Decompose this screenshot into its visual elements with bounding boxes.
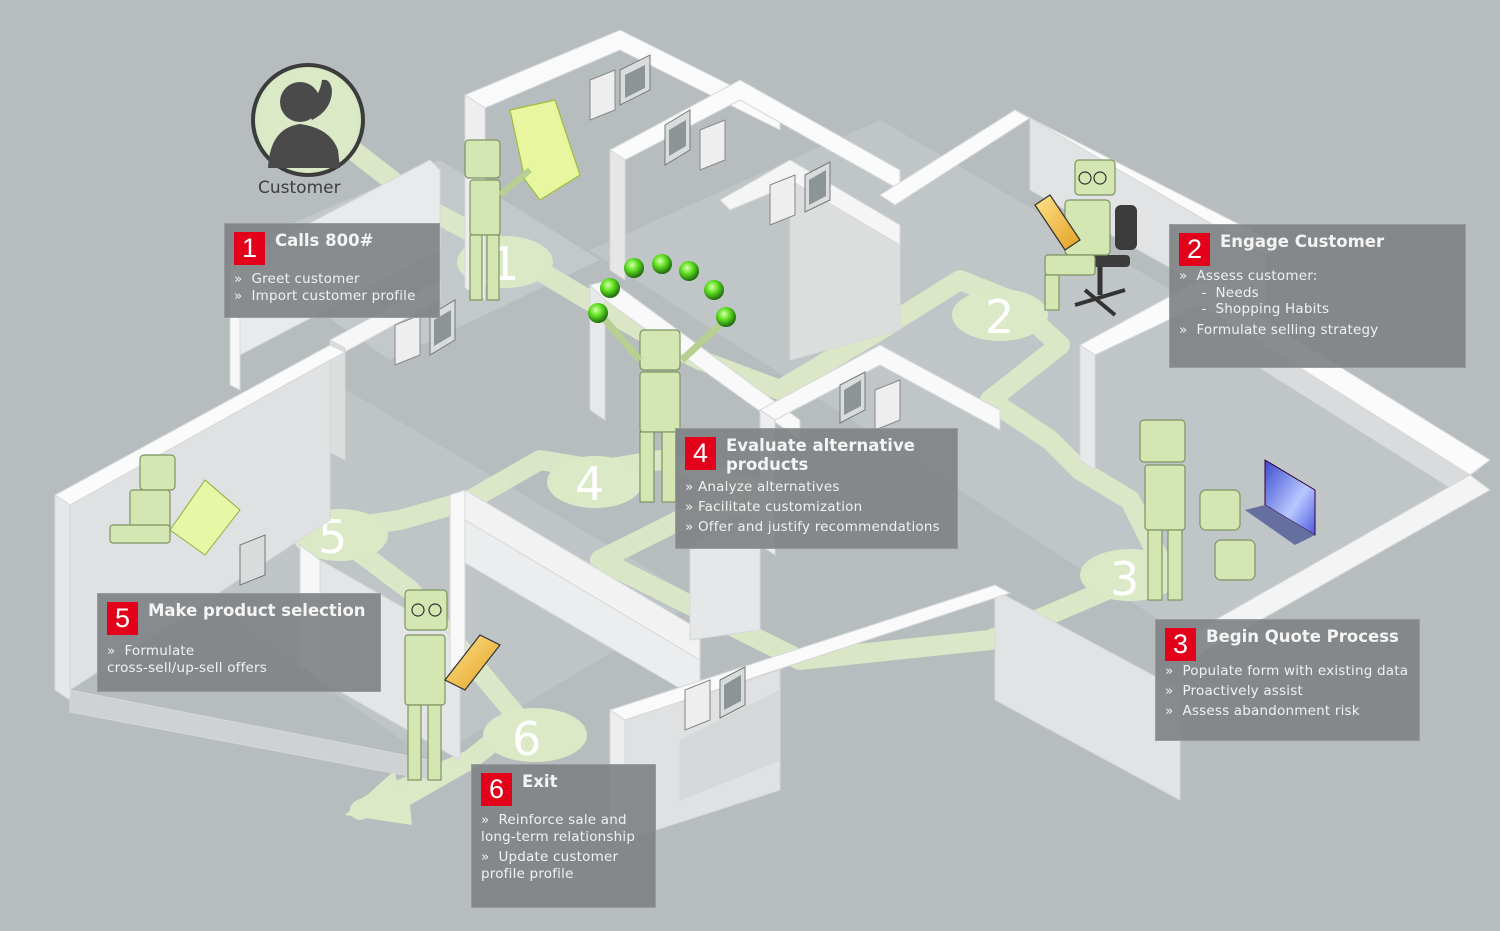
step-box-1: 1 Calls 800# » Greet customer » Import c… bbox=[224, 223, 440, 318]
step-3-bullet: » Assess abandonment risk bbox=[1165, 703, 1360, 719]
step-2-bullet: - Needs bbox=[1179, 284, 1259, 301]
exit-arrow bbox=[345, 750, 480, 825]
step-box-5: 5 Make product selection » Formulate cro… bbox=[97, 593, 381, 692]
step-3-bullet: » Proactively assist bbox=[1165, 683, 1303, 699]
monitor-icon bbox=[169, 479, 266, 586]
step-number-4: 4 bbox=[685, 437, 716, 470]
path-number-4: 4 bbox=[575, 457, 604, 511]
robot-step-1 bbox=[464, 99, 581, 301]
step-4-bullet: » Offer and justify recommendations bbox=[685, 519, 940, 535]
step-number-1: 1 bbox=[234, 232, 265, 265]
computer-icon bbox=[589, 54, 651, 121]
juggling-balls bbox=[588, 254, 736, 327]
step-number-5: 5 bbox=[107, 602, 138, 635]
computer-icon bbox=[664, 109, 726, 171]
computer-icon bbox=[684, 666, 746, 731]
step-box-2: 2 Engage Customer » Assess customer: - N… bbox=[1169, 224, 1466, 368]
step-box-4: 4 Evaluate alternative products » Analyz… bbox=[675, 428, 958, 549]
step-box-3: 3 Begin Quote Process » Populate form wi… bbox=[1155, 619, 1420, 741]
step-number-6: 6 bbox=[481, 773, 512, 806]
step-6-bullet: » Reinforce sale and bbox=[481, 812, 627, 828]
step-title-4: Evaluate alternative products bbox=[726, 436, 915, 474]
path-number-2: 2 bbox=[985, 290, 1014, 344]
step-5-bullet: » Formulate bbox=[107, 643, 195, 659]
step-5-bullet: cross-sell/up-sell offers bbox=[107, 659, 268, 676]
step-1-bullet: » Import customer profile bbox=[234, 287, 416, 304]
robot-agents bbox=[109, 99, 1256, 781]
robot-step-6 bbox=[404, 589, 501, 781]
step-2-bullet: » Assess customer: bbox=[1179, 268, 1318, 284]
computer-icon bbox=[839, 371, 901, 431]
step-6-bullet: long-term relationship bbox=[481, 828, 636, 845]
step-2-bullet: - Shopping Habits bbox=[1179, 301, 1330, 317]
desk-computers bbox=[169, 54, 1316, 731]
step-title-2: Engage Customer bbox=[1220, 232, 1385, 251]
step-title-6: Exit bbox=[522, 772, 558, 791]
step-box-6: 6 Exit » Reinforce sale and long-term re… bbox=[471, 764, 656, 908]
computer-icon bbox=[769, 161, 831, 226]
step-6-bullet: » Update customer bbox=[481, 849, 619, 865]
robot-step-5 bbox=[109, 454, 176, 544]
step-title-1: Calls 800# bbox=[275, 231, 374, 250]
step-4-bullet: » Facilitate customization bbox=[685, 499, 863, 515]
robot-step-3 bbox=[1139, 419, 1256, 601]
step-2-bullet: » Formulate selling strategy bbox=[1179, 321, 1379, 338]
customer-label: Customer bbox=[258, 178, 341, 198]
path-number-6: 6 bbox=[512, 712, 541, 766]
step-title-5: Make product selection bbox=[148, 601, 366, 620]
step-4-bullet: » Analyze alternatives bbox=[685, 479, 840, 495]
robot-step-4 bbox=[602, 317, 723, 503]
step-3-bullet: » Populate form with existing data bbox=[1165, 663, 1409, 679]
computer-icon bbox=[394, 299, 456, 366]
step-number-3: 3 bbox=[1165, 628, 1196, 661]
step-title-3: Begin Quote Process bbox=[1206, 627, 1399, 646]
path-number-3: 3 bbox=[1110, 552, 1139, 606]
step-1-bullet: » Greet customer bbox=[234, 271, 360, 287]
step-number-2: 2 bbox=[1179, 233, 1210, 266]
step-6-bullet: profile profile bbox=[481, 865, 574, 882]
robot-step-2 bbox=[1034, 159, 1116, 311]
laptop-icon bbox=[1245, 459, 1316, 545]
customer-phone-icon bbox=[251, 63, 365, 177]
